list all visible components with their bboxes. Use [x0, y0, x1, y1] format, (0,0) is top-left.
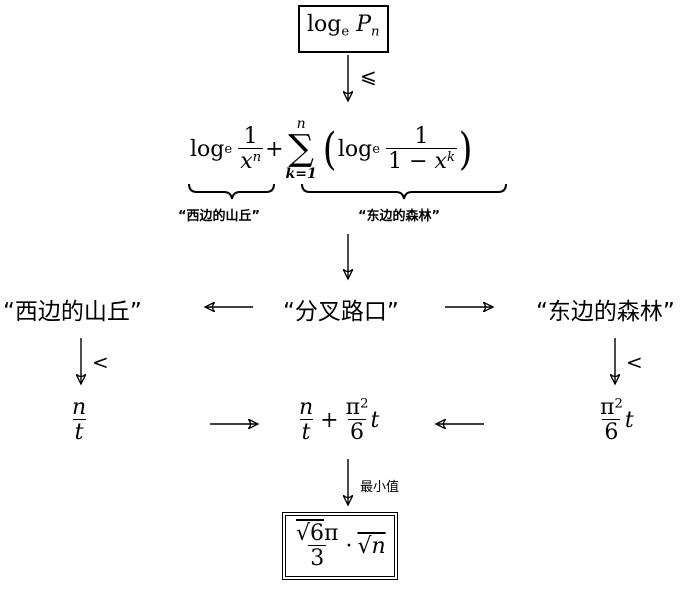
left-paren: ( [322, 123, 337, 175]
log-text: log [307, 12, 342, 37]
final-box: √6π 3 · √n [282, 512, 398, 581]
frac-one-over-1-minus-xk: 1 1 − xk [386, 123, 457, 174]
lt-label-left: < [92, 350, 109, 374]
brace-label-left: “西边的山丘” [178, 209, 261, 224]
n-over-t: n t [72, 395, 87, 446]
le-label: ⩽ [360, 64, 377, 88]
right-paren: ) [458, 123, 473, 175]
underbrace-right [301, 183, 507, 200]
min-value-label: 最小值 [360, 480, 400, 495]
brace-label-right: “东边的森林” [358, 209, 441, 224]
log-base: e [341, 24, 350, 40]
pi-squared-over-six-t: π2 6 t [600, 395, 634, 446]
frac-one-over-xn: 1 xn [238, 123, 264, 174]
sigma-lower: k=1 [285, 166, 317, 182]
inner-log-base: e [372, 141, 381, 157]
fork-label: “分叉路口” [283, 299, 399, 325]
plus-sign: + [265, 136, 284, 162]
underbrace-left [188, 183, 275, 200]
sigma-block: n ∑ k=1 [286, 117, 317, 181]
lt-label-right: < [626, 350, 643, 374]
p-var: P [356, 12, 371, 37]
sum-log-base: e [224, 141, 233, 157]
inner-log: log [337, 136, 373, 162]
east-forest-label: “东边的森林” [536, 299, 675, 325]
top-box: loge Pn [298, 5, 389, 53]
p-sub: n [371, 24, 380, 40]
west-hills-label: “西边的山丘” [3, 299, 142, 325]
sum-log: log [190, 136, 225, 162]
sigma-icon: ∑ [288, 128, 314, 169]
center-expression: n t + π2 6 t [299, 395, 380, 446]
sigma-upper: n [296, 116, 306, 132]
